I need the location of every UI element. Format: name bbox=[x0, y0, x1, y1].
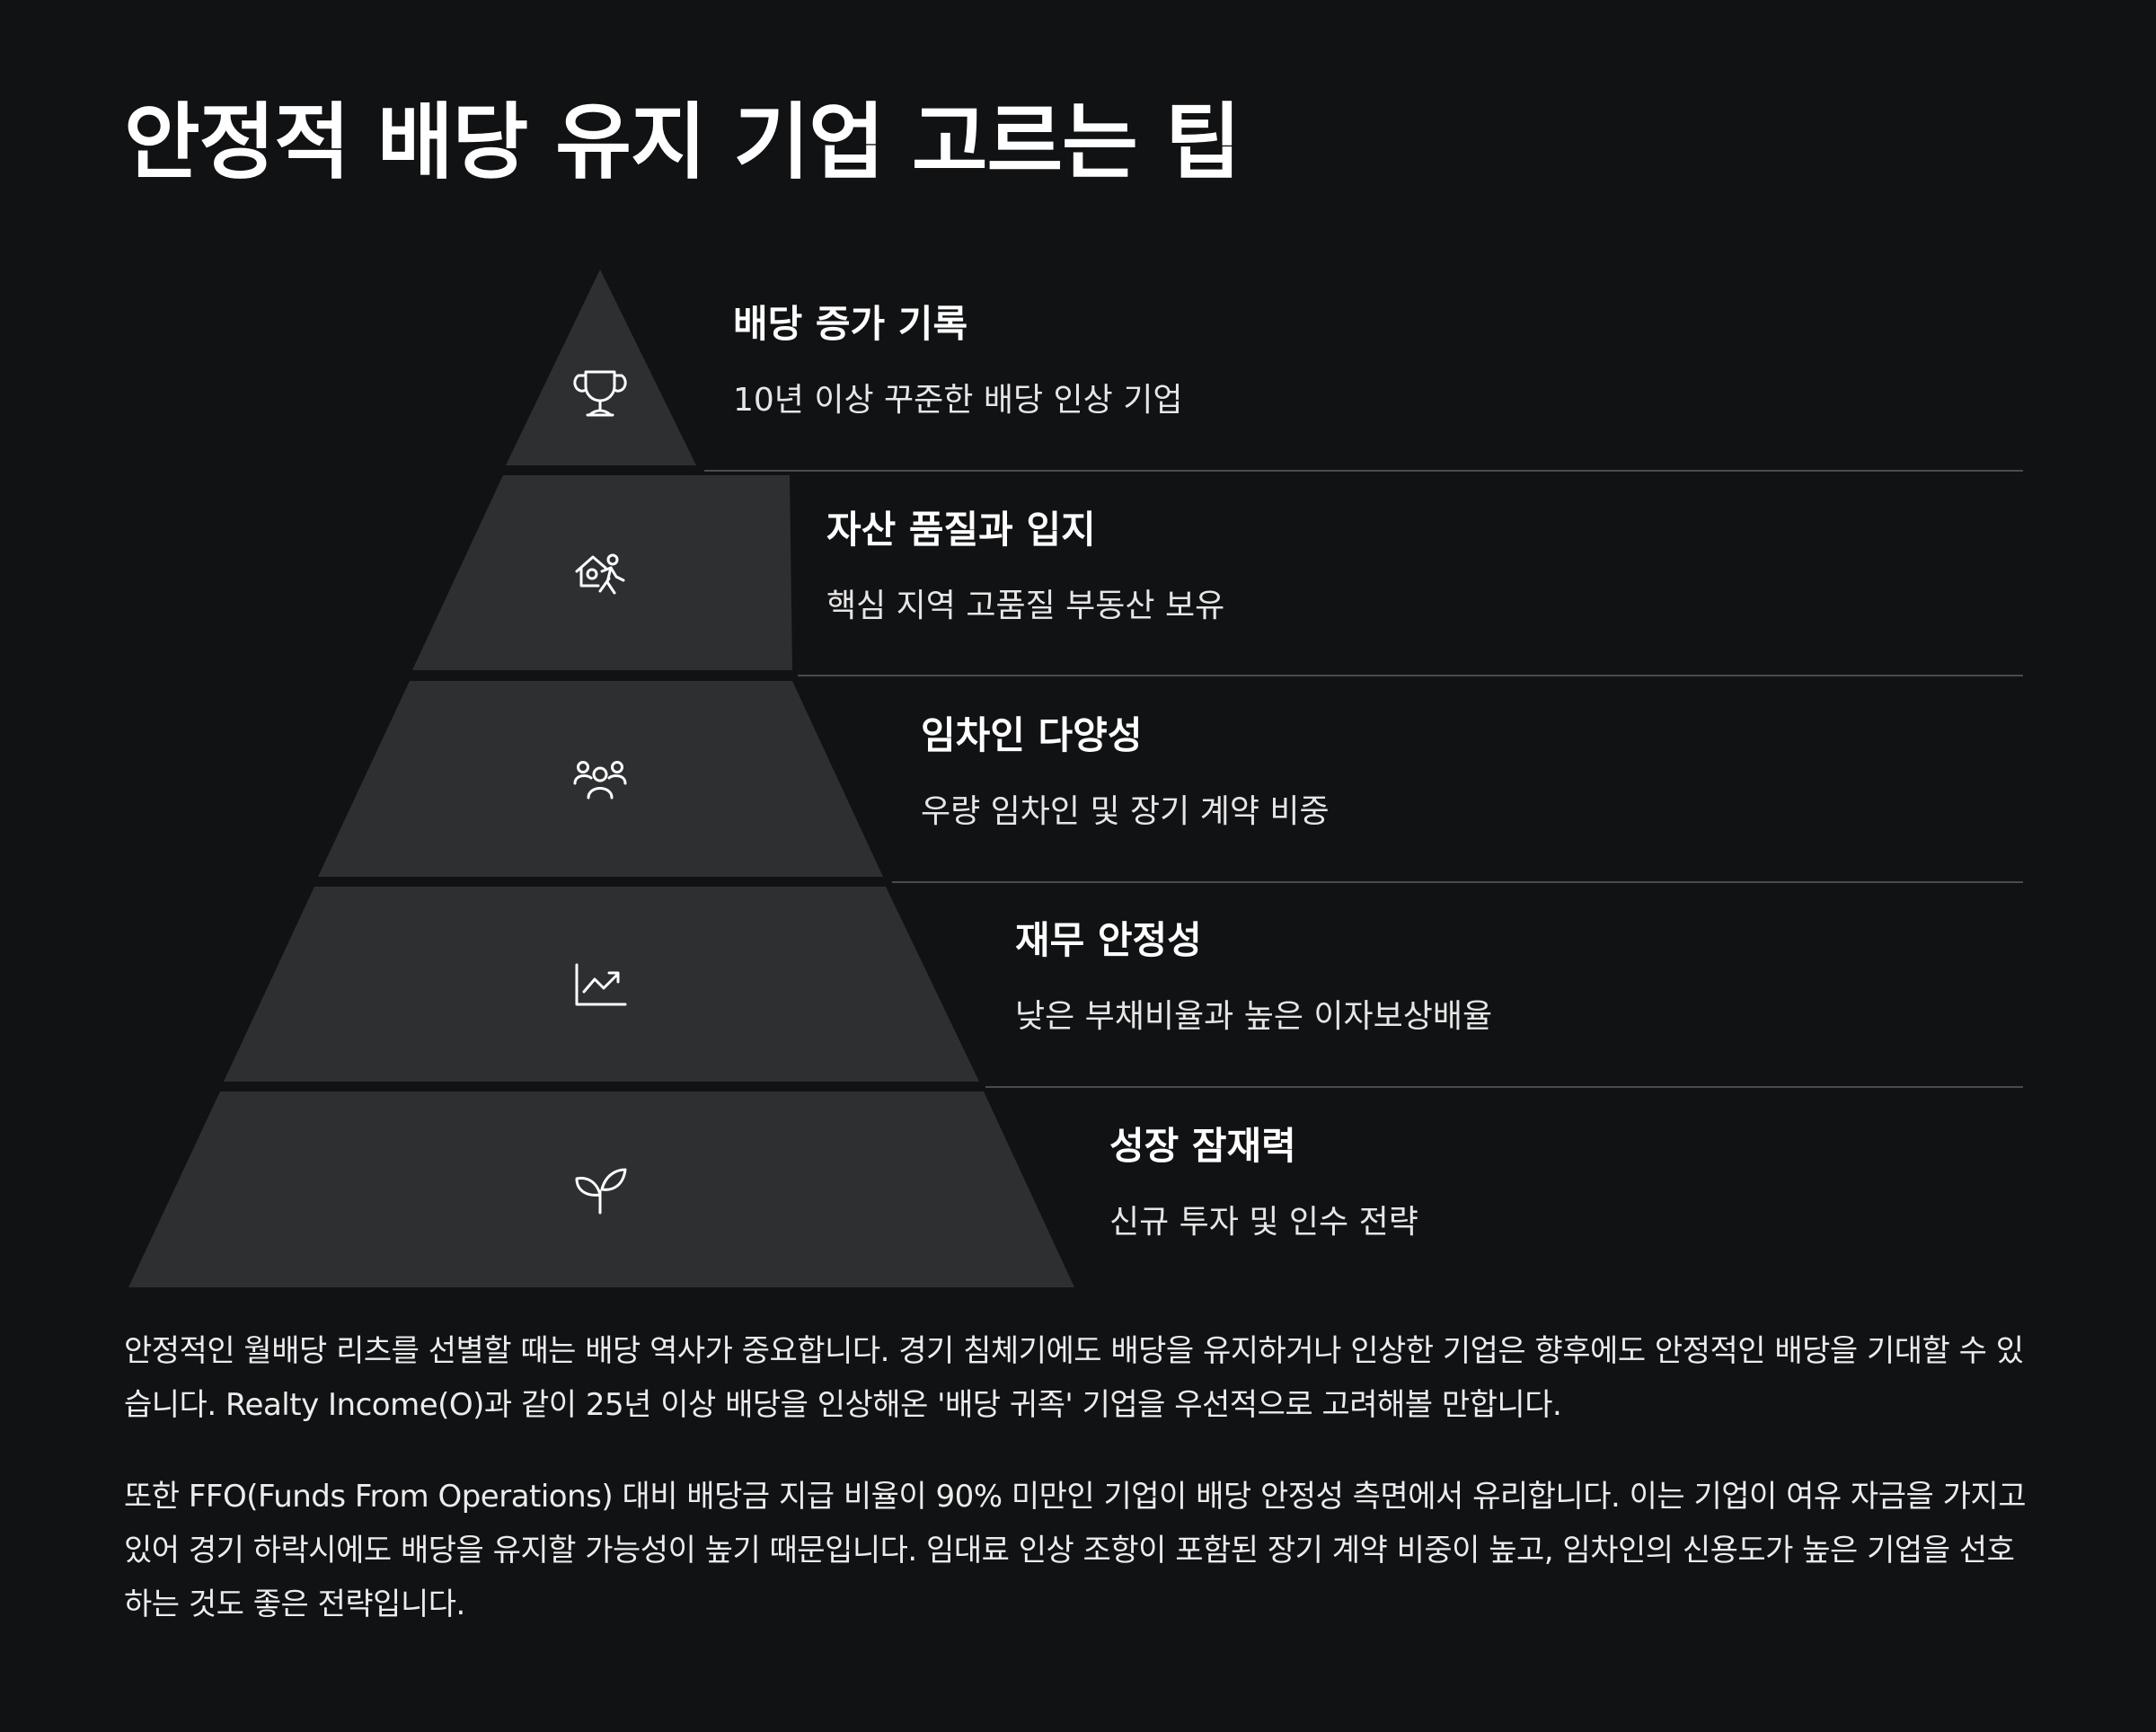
sprout-icon bbox=[575, 1168, 627, 1215]
level-5-title: 성장 잠재력 bbox=[1109, 1124, 1296, 1168]
people-group-icon bbox=[573, 761, 627, 800]
body-paragraph-2: 또한 FFO(Funds From Operations) 대비 배당금 지급 … bbox=[124, 1479, 2026, 1622]
level-2-title: 자산 품질과 입지 bbox=[826, 508, 1096, 552]
pyramid-diagram bbox=[128, 270, 2023, 1287]
level-4-text: 재무 안정성 낮은 부채비율과 높은 이자보상배율 bbox=[1015, 918, 1492, 1037]
house-person-icon bbox=[575, 553, 625, 595]
page-title: 안정적 배당 유지 기업 고르는 팁 bbox=[124, 94, 1241, 190]
level-3-description: 우량 임차인 및 장기 계약 비중 bbox=[921, 793, 1330, 831]
level-3-text: 임차인 다양성 우량 임차인 및 장기 계약 비중 bbox=[921, 713, 1330, 832]
level-2-text: 자산 품질과 입지 핵심 지역 고품질 부동산 보유 bbox=[826, 508, 1224, 626]
pyramid-segment-3 bbox=[318, 681, 883, 877]
pyramid-segment-1 bbox=[506, 270, 696, 465]
level-1-text: 배당 증가 기록 10년 이상 꾸준한 배당 인상 기업 bbox=[733, 302, 1182, 420]
level-1-description: 10년 이상 꾸준한 배당 인상 기업 bbox=[733, 382, 1183, 420]
level-4-description: 낮은 부채비율과 높은 이자보상배율 bbox=[1015, 998, 1493, 1036]
body-paragraph-1: 안정적인 월배당 리츠를 선별할 때는 배당 역사가 중요합니다. 경기 침체기… bbox=[124, 1333, 2024, 1423]
level-2-description: 핵심 지역 고품질 부동산 보유 bbox=[826, 588, 1225, 625]
level-3-title: 임차인 다양성 bbox=[921, 713, 1143, 757]
trending-up-chart-icon bbox=[575, 963, 627, 1006]
trophy-icon bbox=[573, 370, 627, 417]
level-5-description: 신규 투자 및 인수 전략 bbox=[1109, 1204, 1418, 1242]
level-1-title: 배당 증가 기록 bbox=[733, 302, 968, 346]
level-4-title: 재무 안정성 bbox=[1015, 918, 1202, 962]
level-5-text: 성장 잠재력 신규 투자 및 인수 전략 bbox=[1109, 1124, 1418, 1242]
pyramid-segment-2 bbox=[412, 475, 792, 670]
